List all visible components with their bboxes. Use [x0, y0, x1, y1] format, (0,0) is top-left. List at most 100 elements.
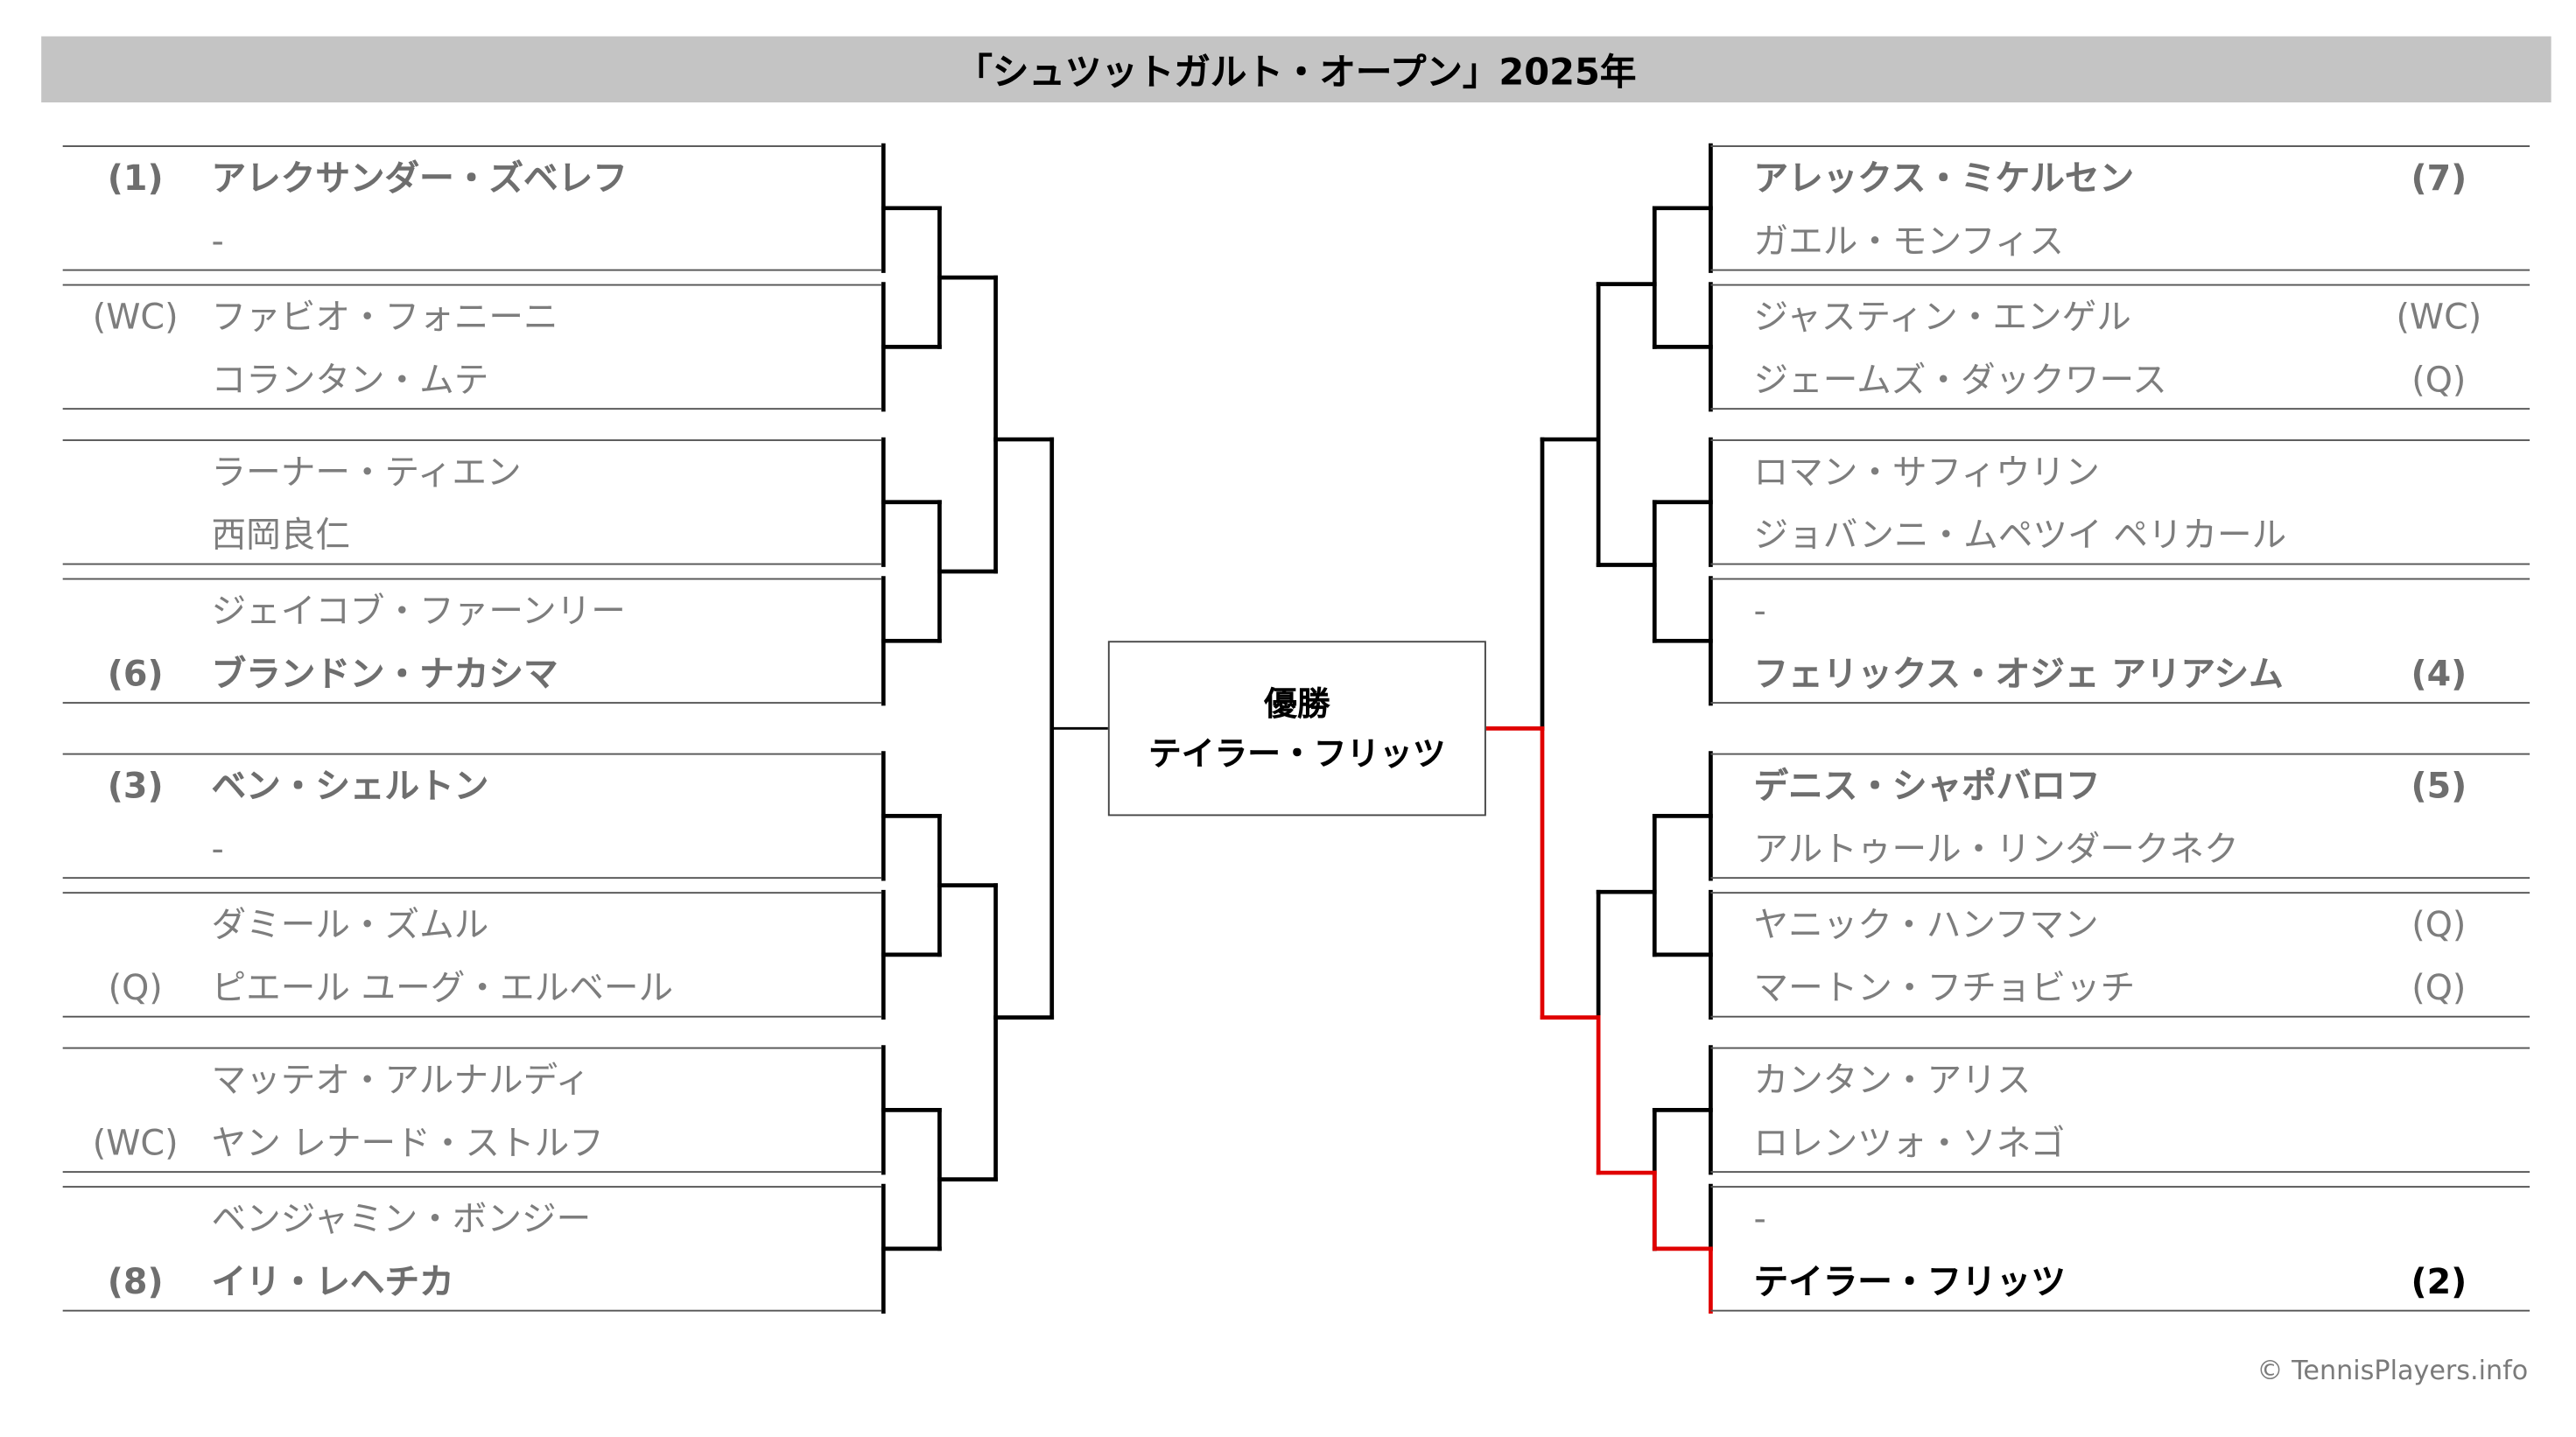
player-row: (WC) ヤン レナード・ストルフ: [63, 1111, 882, 1174]
player-row: (Q) ピエール ユーグ・エルベール: [63, 957, 882, 1020]
player-seed: (6): [107, 654, 164, 694]
player-name: ダミール・ズムル: [211, 905, 489, 945]
player-name: コランタン・ムテ: [211, 360, 489, 400]
player-row: (WC)ファビオ・フォニーニ: [63, 286, 882, 349]
left-match-6: ダミール・ズムル (Q) ピエール ユーグ・エルベール: [62, 892, 882, 1020]
player-name: ファビオ・フォニーニ: [211, 297, 558, 338]
player-name: ヤニック・ハンフマン: [1753, 905, 2099, 945]
player-row: -: [63, 817, 882, 880]
right-match-2: (WC) ジャスティン・エンゲル (Q)ジェームズ・ダックワース: [1710, 284, 2530, 410]
player-row: (WC) ジャスティン・エンゲル: [1710, 286, 2530, 349]
left-match-7: マッテオ・アルナルディ (WC) ヤン レナード・ストルフ: [62, 1047, 882, 1174]
left-match-5: (3) ベン・シェルトン -: [62, 753, 882, 880]
player-name: ジャスティン・エンゲル: [1753, 297, 2131, 338]
player-row: (6) ブランドン・ナカシマ: [63, 642, 882, 705]
player-name: -: [211, 221, 224, 262]
player-row: (4) フェリックス・オジェ アリアシム: [1710, 642, 2530, 705]
player-name: カンタン・アリス: [1753, 1060, 2032, 1101]
player-seed: (8): [107, 1261, 164, 1302]
player-seed: (7): [2411, 158, 2467, 199]
player-row: ロマン・サフィウリン: [1710, 441, 2530, 504]
player-row: (7) アレックス・ミケルセン: [1710, 147, 2530, 210]
player-seed: (Q): [2411, 968, 2467, 1008]
player-seed: (4): [2411, 654, 2467, 694]
player-row: (Q) マートン・フチョビッチ: [1710, 957, 2530, 1020]
player-name: ベン・シェルトン: [211, 766, 489, 807]
copyright-notice: © TennisPlayers.info: [2257, 1354, 2529, 1386]
right-match-6: (Q) ヤニック・ハンフマン (Q) マートン・フチョビッチ: [1710, 892, 2530, 1020]
player-row: ラーナー・ティエン: [63, 441, 882, 504]
player-row: ガエル・モンフィス: [1710, 210, 2530, 273]
player-seed: (Q): [108, 968, 163, 1008]
page-title: 「シュツットガルト・オープン」2025年: [956, 53, 1637, 95]
player-name: ジェイコブ・ファーンリー: [211, 591, 626, 631]
player-row: (3) ベン・シェルトン: [63, 755, 882, 818]
player-name: -: [1753, 1199, 1766, 1239]
player-seed: (3): [107, 766, 164, 807]
player-name: テイラー・フリッツ: [1753, 1261, 2067, 1302]
player-seed: (WC): [2396, 297, 2482, 338]
player-row: (2) テイラー・フリッツ: [1710, 1251, 2530, 1314]
champion-name: テイラー・フリッツ: [1148, 733, 1446, 774]
player-name: ロマン・サフィウリン: [1753, 452, 2100, 493]
left-match-1: (1) アレクサンダー・ズベレフ -: [62, 145, 882, 273]
player-name: ピエール ユーグ・エルベール: [211, 968, 674, 1008]
right-match-8: - (2) テイラー・フリッツ: [1710, 1186, 2530, 1314]
player-name: マートン・フチョビッチ: [1753, 968, 2136, 1008]
player-name: アルトゥール・リンダークネク: [1753, 829, 2239, 869]
player-row: ジョバンニ・ムペツイ ペリカール: [1710, 504, 2530, 567]
player-seed: (Q): [2411, 360, 2467, 400]
player-row: アルトゥール・リンダークネク: [1710, 817, 2530, 880]
champion-label: 優勝: [1264, 683, 1330, 724]
player-row: (8) イリ・レヘチカ: [63, 1251, 882, 1314]
player-row: -: [1710, 1188, 2530, 1251]
player-name: ベンジャミン・ボンジー: [211, 1199, 592, 1239]
player-name: フェリックス・オジェ アリアシム: [1753, 654, 2284, 694]
title-bar: 「シュツットガルト・オープン」2025年: [41, 36, 2551, 103]
player-seed: (5): [2411, 766, 2467, 807]
player-row: -: [1710, 579, 2530, 642]
player-name: ガエル・モンフィス: [1753, 221, 2065, 262]
player-row: (5) デニス・シャポバロフ: [1710, 755, 2530, 818]
player-row: カンタン・アリス: [1710, 1048, 2530, 1111]
player-name: ラーナー・ティエン: [211, 452, 522, 493]
left-match-8: ベンジャミン・ボンジー (8) イリ・レヘチカ: [62, 1186, 882, 1314]
player-row: ロレンツォ・ソネゴ: [1710, 1111, 2530, 1174]
player-name: ロレンツォ・ソネゴ: [1753, 1123, 2066, 1163]
player-row: ベンジャミン・ボンジー: [63, 1188, 882, 1251]
left-match-2: (WC)ファビオ・フォニーニコランタン・ムテ: [62, 284, 882, 411]
player-name: ブランドン・ナカシマ: [211, 654, 558, 694]
player-row: ダミール・ズムル: [63, 894, 882, 957]
player-name: -: [1753, 591, 1766, 631]
player-row: コランタン・ムテ: [63, 348, 882, 411]
left-match-3: ラーナー・ティエン西岡良仁: [62, 439, 882, 567]
right-match-4: - (4) フェリックス・オジェ アリアシム: [1710, 578, 2530, 704]
right-match-7: カンタン・アリスロレンツォ・ソネゴ: [1710, 1047, 2530, 1174]
player-row: (1) アレクサンダー・ズベレフ: [63, 147, 882, 210]
player-name: イリ・レヘチカ: [211, 1261, 454, 1302]
player-name: アレクサンダー・ズベレフ: [211, 158, 628, 199]
right-match-1: (7) アレックス・ミケルセンガエル・モンフィス: [1710, 145, 2530, 273]
player-name: マッテオ・アルナルディ: [211, 1060, 591, 1101]
player-row: 西岡良仁: [63, 504, 882, 567]
left-match-4: ジェイコブ・ファーンリー (6) ブランドン・ナカシマ: [62, 578, 882, 705]
player-name: アレックス・ミケルセン: [1753, 158, 2135, 199]
champion-box: 優勝 テイラー・フリッツ: [1107, 641, 1486, 817]
player-seed: (2): [2411, 1261, 2467, 1302]
player-name: デニス・シャポバロフ: [1753, 766, 2101, 807]
player-seed: (1): [107, 158, 164, 199]
player-name: ヤン レナード・ストルフ: [211, 1123, 604, 1163]
right-match-5: (5) デニス・シャポバロフアルトゥール・リンダークネク: [1710, 753, 2530, 880]
player-name: ジョバンニ・ムペツイ ペリカール: [1753, 515, 2287, 556]
player-row: ジェイコブ・ファーンリー: [63, 579, 882, 642]
player-seed: (WC): [92, 1123, 179, 1163]
player-row: (Q)ジェームズ・ダックワース: [1710, 348, 2530, 411]
player-row: マッテオ・アルナルディ: [63, 1048, 882, 1111]
right-match-3: ロマン・サフィウリンジョバンニ・ムペツイ ペリカール: [1710, 439, 2530, 567]
player-seed: (Q): [2411, 905, 2467, 945]
player-name: -: [211, 829, 224, 869]
player-row: (Q) ヤニック・ハンフマン: [1710, 894, 2530, 957]
player-row: -: [63, 210, 882, 273]
